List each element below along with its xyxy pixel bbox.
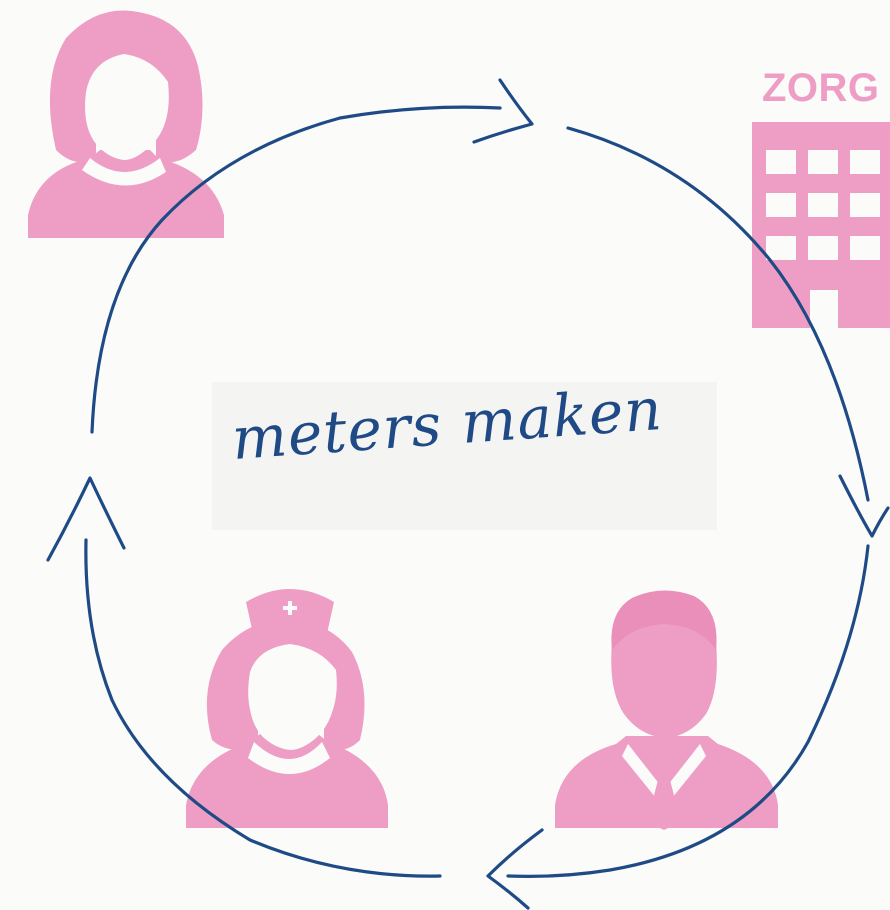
top-arrowhead	[472, 78, 534, 144]
right-arrow	[566, 126, 870, 502]
care-institution-label: ZORG	[762, 66, 880, 110]
bottom-arrow	[506, 544, 870, 878]
man-in-suit-icon	[555, 590, 778, 830]
center-note-card	[212, 382, 717, 530]
nurse-icon	[186, 589, 388, 828]
hospital-building-icon	[752, 122, 890, 328]
woman-icon	[28, 10, 224, 238]
left-arrowhead	[46, 476, 126, 562]
top-arrow	[90, 105, 502, 434]
left-arrow	[84, 538, 442, 878]
bottom-arrowhead	[486, 828, 544, 910]
cycle-arrows	[46, 78, 890, 910]
right-arrowhead	[838, 474, 890, 538]
